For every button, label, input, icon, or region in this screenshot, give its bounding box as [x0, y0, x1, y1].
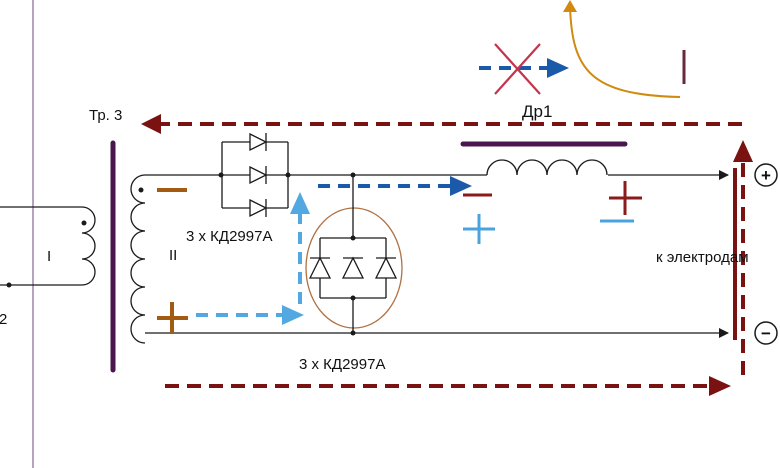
transformer-label: Тр. 3 [89, 107, 122, 124]
choke-plus-sign-blue [463, 214, 495, 244]
diode-bridge-bottom-label: 3 х КД2997А [299, 356, 385, 373]
choke-coil [486, 159, 608, 176]
choke-label: Др1 [522, 102, 552, 121]
diode-bridge-top [221, 132, 289, 218]
junction-dot [285, 172, 291, 178]
light-blue-arrowhead-up [290, 192, 310, 214]
blocked-current-arrow [479, 43, 569, 95]
loop-arrowhead-left [141, 114, 161, 134]
diode-bridge-bottom [308, 175, 398, 333]
primary-dot [81, 220, 87, 226]
secondary-winding [130, 174, 146, 344]
terminal-plus-circle [754, 163, 778, 187]
bus-wires [145, 170, 729, 338]
light-blue-arrowhead-right [282, 305, 304, 325]
winding-primary-label: I [47, 248, 51, 265]
diode-module-circle [305, 207, 403, 329]
junction-dot [350, 295, 356, 301]
choke-current-curve [569, 5, 681, 98]
curve-arrowhead [563, 0, 577, 12]
junction-dot [350, 172, 356, 178]
junction-dot [350, 235, 356, 241]
winding-plus-sign [157, 302, 188, 334]
left-terminal-dot [6, 282, 12, 288]
left-edge-number: 2 [0, 311, 7, 328]
diode-bridge-top-label: 3 х КД2997А [186, 228, 272, 245]
electrodes-label: к электродам [656, 249, 749, 266]
terminal-plus-label: + [761, 166, 771, 185]
current-path-light-blue [196, 210, 302, 317]
loop-arrowhead-up [733, 140, 753, 162]
winding-secondary-label: II [169, 247, 177, 264]
terminal-minus-label: − [761, 324, 771, 343]
terminal-minus-circle [754, 321, 778, 345]
current-path-dark-blue [318, 176, 472, 196]
junction-dot [350, 330, 356, 336]
primary-winding [0, 206, 96, 286]
junction-dot [218, 172, 224, 178]
loop-arrowhead-right [709, 376, 731, 396]
secondary-dot [138, 187, 144, 193]
current-loop [158, 122, 745, 388]
choke-plus-sign-red [609, 181, 642, 215]
